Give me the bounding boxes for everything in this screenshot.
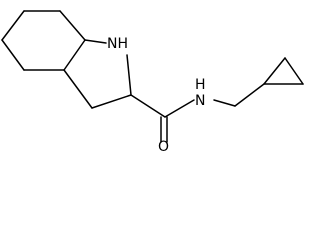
cyclopropylmethyl-group	[213, 57, 304, 107]
bond-c3-c3a	[63, 69, 93, 109]
bond-c2-carbonyl	[130, 94, 166, 118]
cyclohexane-ring	[1, 10, 86, 71]
bond-c7a-n1	[84, 39, 107, 44]
molecule-structure-diagram: NH H N O	[1, 10, 304, 155]
bond-c3a-c7a	[63, 39, 86, 71]
bond-c6-c5	[1, 10, 25, 41]
bond-c2-c3	[91, 94, 132, 109]
atom-label-o-carbonyl: O	[158, 139, 169, 155]
carboxamide-group	[130, 94, 195, 143]
atom-label-nh-ring: NH	[107, 36, 128, 52]
bond-n-ch2	[213, 99, 236, 107]
bond-cp1-cp2	[263, 57, 286, 85]
bond-c5-c4	[1, 39, 25, 71]
bond-ch2-cp1	[234, 83, 265, 107]
atom-label-n-amide: N	[195, 93, 205, 109]
bond-n1-c2	[126, 54, 132, 96]
bond-cp2-cp3	[284, 57, 304, 85]
pyrrolidine-ring	[63, 39, 132, 109]
bond-c7a-c7	[59, 10, 86, 41]
bond-carbonyl-n	[164, 99, 195, 118]
atom-label-h-amide: H	[195, 77, 206, 93]
